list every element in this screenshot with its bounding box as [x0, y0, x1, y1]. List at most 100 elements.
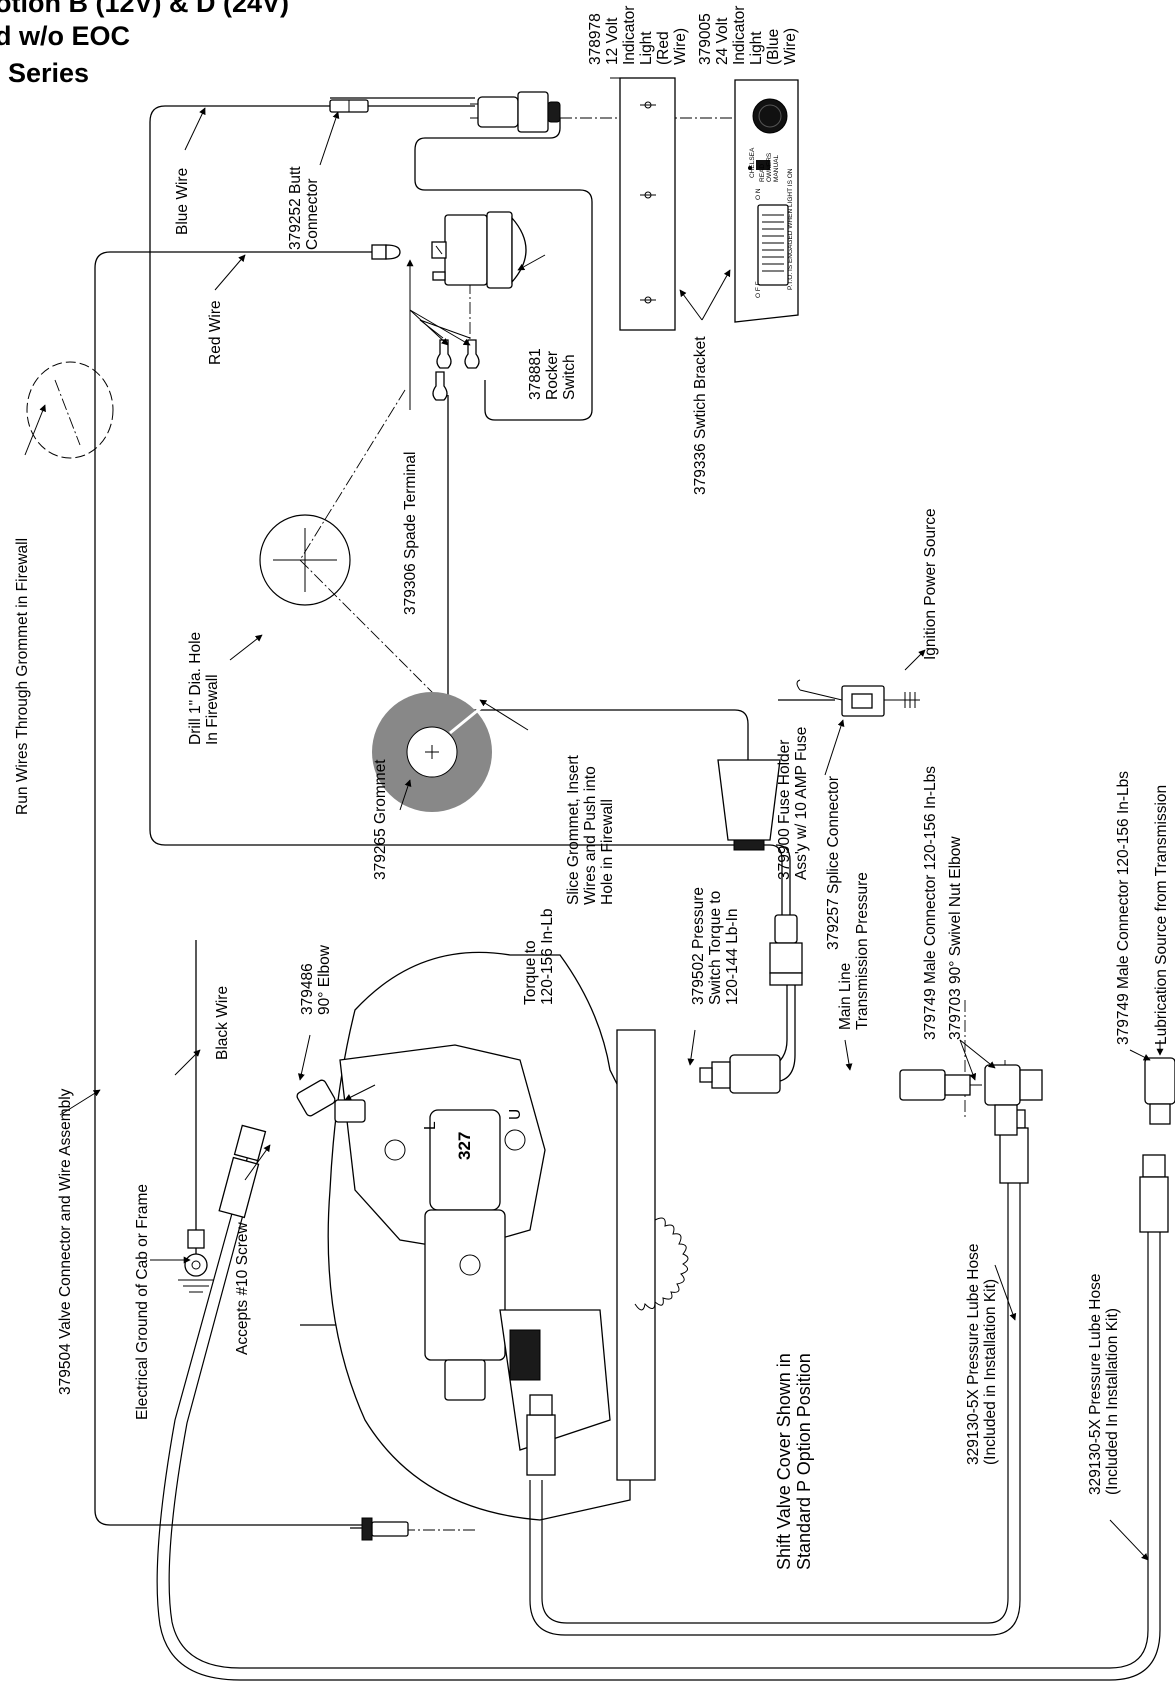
leader-lines	[24, 107, 1164, 1561]
indicator-loop-wire	[414, 118, 593, 421]
svg-text:Hole in Firewall: Hole in Firewall	[599, 799, 616, 905]
panel-read-2: OWNERS	[766, 152, 773, 182]
svg-text:24 Volt: 24 Volt	[714, 17, 731, 65]
svg-text:120-144 Lb-In: 120-144 Lb-In	[724, 908, 741, 1005]
label-accepts-screw: Accepts #10 Screw	[234, 1222, 251, 1355]
valve-connector-plug	[361, 1517, 409, 1541]
switch-bracket	[610, 77, 676, 331]
label-rocker-switch: 378881 Rocker Switch	[527, 348, 578, 400]
svg-text:Torque to: Torque to	[522, 940, 539, 1005]
label-male-connector-1: 379749 Male Connector 120-156 In-Lbs	[922, 766, 939, 1040]
label-indicator-12v: 378978 12 Volt Indicator Light (Red Wire…	[587, 6, 689, 65]
gear-teeth	[634, 1217, 689, 1311]
svg-text:Shift Valve Cover Shown in: Shift Valve Cover Shown in	[774, 1353, 794, 1570]
pressure-switch	[699, 914, 803, 1094]
svg-text:329130-5X Pressure Lube Hose: 329130-5X Pressure Lube Hose	[965, 1244, 982, 1465]
label-red-wire: Red Wire	[207, 300, 224, 365]
rocker-face-lines	[762, 214, 784, 272]
svg-text:Rocker: Rocker	[544, 351, 561, 400]
svg-text:Main Line: Main Line	[837, 963, 854, 1030]
valve-mark-l: L	[422, 1121, 439, 1130]
svg-text:Wire): Wire)	[672, 28, 689, 65]
svg-text:Light: Light	[748, 31, 765, 65]
valve-mark-u: U	[507, 1109, 524, 1120]
title-line-3: Series	[8, 58, 89, 88]
label-elbow: 379486 90° Elbow	[299, 944, 333, 1015]
red-wire	[94, 251, 372, 1526]
blue-wire	[149, 105, 783, 915]
panel-pto: P.T.O. IS ENGAGED WHEN LIGHT IS ON	[787, 168, 794, 290]
svg-text:378978: 378978	[587, 13, 604, 65]
svg-text:379486: 379486	[299, 963, 316, 1015]
svg-text:Switch Torque to: Switch Torque to	[707, 891, 724, 1005]
svg-text:379502 Pressure: 379502 Pressure	[690, 887, 707, 1005]
svg-text:Slice Grommet, Insert: Slice Grommet, Insert	[565, 754, 582, 905]
grommet	[372, 692, 492, 812]
elbow-fitting	[296, 1079, 366, 1123]
svg-text:Drill 1" Dia. Hole: Drill 1" Dia. Hole	[187, 632, 204, 745]
diagram-title: otion B (12V) & D (24V) d w/o EOC Series	[0, 0, 289, 88]
svg-text:120-156 In-Lb: 120-156 In-Lb	[539, 908, 556, 1005]
svg-text:Switch: Switch	[561, 354, 578, 400]
label-switch-bracket: 379336 Swtich Bracket	[692, 336, 709, 495]
lube-hoses	[156, 1129, 1161, 1681]
panel-read-3: MANUAL	[773, 155, 780, 182]
svg-text:Standard P Option Position: Standard P Option Position	[794, 1353, 814, 1570]
svg-text:Wire): Wire)	[782, 28, 799, 65]
label-swivel-elbow: 379703 90° Swivel Nut Elbow	[947, 836, 964, 1040]
svg-text:Transmission Pressure: Transmission Pressure	[854, 872, 871, 1030]
svg-text:379900 Fuse Holder: 379900 Fuse Holder	[776, 740, 793, 880]
label-male-connector-2: 379749 Male Connector 120-156 In-Lbs	[1115, 771, 1132, 1045]
svg-text:Indicator: Indicator	[621, 6, 638, 65]
svg-text:In Firewall: In Firewall	[204, 674, 221, 745]
label-pressure-switch: 379502 Pressure Switch Torque to 120-144…	[690, 887, 741, 1005]
spade-terminal-red	[371, 244, 401, 260]
svg-text:(Included in Installation Kit): (Included in Installation Kit)	[982, 1279, 999, 1465]
svg-text:378881: 378881	[527, 348, 544, 400]
svg-text:90° Elbow: 90° Elbow	[316, 944, 333, 1015]
label-butt-connector: 379252 Butt Connector	[287, 166, 321, 250]
firewall-oval	[26, 361, 114, 459]
panel-off: O F F	[755, 281, 762, 298]
label-valve-connector: 379504 Valve Connector and Wire Assembly	[57, 1088, 74, 1395]
callout-labels: 378978 12 Volt Indicator Light (Red Wire…	[14, 6, 1170, 1570]
label-electrical-ground: Electrical Ground of Cab or Frame	[134, 1184, 151, 1420]
label-black-wire: Black Wire	[214, 986, 231, 1060]
label-lube-hose-1: 329130-5X Pressure Lube Hose (Included i…	[965, 1244, 999, 1465]
label-lubrication-source: Lubrication Source from Transmission	[1153, 785, 1170, 1045]
svg-text:(Red: (Red	[655, 31, 672, 65]
svg-text:Wires and Push into: Wires and Push into	[582, 766, 599, 905]
spade-terminals	[419, 319, 480, 401]
panel-brand: CHELSEA	[749, 147, 756, 178]
label-blue-wire: Blue Wire	[174, 168, 191, 235]
fuse-holder	[717, 759, 781, 851]
label-ignition-power: Ignition Power Source	[922, 508, 939, 660]
svg-text:(Included In Installation Kit): (Included In Installation Kit)	[1104, 1308, 1121, 1495]
label-main-line: Main Line Transmission Pressure	[837, 872, 871, 1030]
svg-text:Indicator: Indicator	[731, 6, 748, 65]
pressure-switch-wire	[775, 844, 791, 915]
svg-text:12 Volt: 12 Volt	[604, 17, 621, 65]
transmission-fittings	[899, 1057, 1175, 1136]
butt-connector	[329, 99, 369, 113]
label-splice-connector: 379257 Splice Connector	[825, 776, 842, 950]
rocker-switch	[431, 211, 527, 289]
splice-connector	[796, 679, 920, 717]
svg-text:379005: 379005	[697, 13, 714, 65]
svg-text:329130-5X Pressure Lube Hose: 329130-5X Pressure Lube Hose	[1087, 1274, 1104, 1495]
title-line-2: d w/o EOC	[0, 21, 130, 51]
label-grommet: 379265 Grommet	[372, 759, 389, 880]
label-spade-terminal: 379306 Spade Terminal	[402, 452, 419, 615]
label-fuse-holder: 379900 Fuse Holder Ass'y w/ 10 AMP Fuse	[776, 727, 810, 880]
drill-hole	[259, 514, 351, 606]
panel-on: O N	[755, 188, 762, 200]
panel-read-1: READ	[759, 164, 766, 182]
indicator-light	[470, 91, 561, 133]
label-lube-hose-2: 329130-5X Pressure Lube Hose (Included I…	[1087, 1274, 1121, 1495]
label-run-wires: Run Wires Through Grommet in Firewall	[14, 538, 31, 815]
svg-text:(Blue: (Blue	[765, 29, 782, 65]
label-drill-hole: Drill 1" Dia. Hole In Firewall	[187, 632, 221, 745]
pto-housing: 327 L U	[327, 951, 689, 1521]
